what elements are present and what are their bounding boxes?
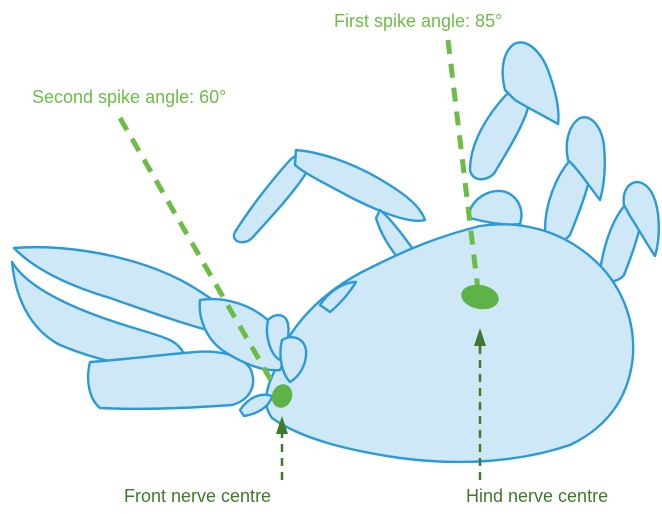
second-spike-label: Second spike angle: 60° — [32, 88, 226, 106]
front-nerve-label: Front nerve centre — [124, 487, 271, 505]
first-spike-label: First spike angle: 85° — [334, 12, 502, 30]
walking-leg-top-left — [234, 150, 425, 265]
crab-carapace — [266, 224, 633, 462]
hind-nerve-label: Hind nerve centre — [466, 487, 608, 505]
